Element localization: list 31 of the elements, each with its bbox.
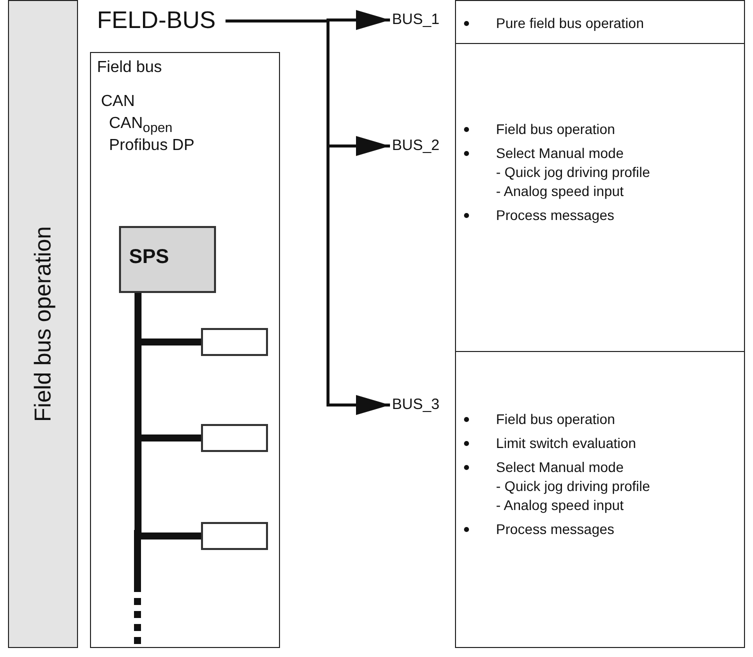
panel-title: Field bus (97, 59, 162, 77)
bullet-item: Process messages (456, 521, 744, 538)
sub-item-text: - Quick jog driving profile (495, 478, 652, 495)
bullet-item: Process messages (456, 207, 744, 224)
description-cell (455, 0, 745, 44)
bullet-item: Field bus operation (456, 121, 744, 138)
bullet-item: Limit switch evaluation (456, 435, 744, 452)
bus-label: FELD-BUS (97, 4, 216, 38)
description-cell (455, 352, 745, 648)
arrow (226, 20, 390, 415)
output-label: BUS_2 (392, 134, 440, 158)
device-box (201, 522, 268, 550)
description-cell (455, 44, 745, 352)
device-box (201, 328, 268, 356)
band-label: Field bus operation (30, 226, 56, 422)
protocol-name: Profibus DP (109, 137, 194, 155)
bullet-item: Pure field bus operation (456, 15, 744, 32)
sub-item-text: - Analog speed input (495, 497, 625, 514)
output-label: BUS_1 (392, 8, 440, 32)
protocol-name: CAN$_{open}$ (109, 115, 172, 136)
device-box (201, 424, 268, 452)
bullet-item: Field bus operation (456, 411, 744, 428)
sub-item-text: - Analog speed input (495, 183, 625, 200)
protocol-name: CAN (101, 93, 135, 111)
sub-item-text: - Quick jog driving profile (495, 164, 652, 181)
fieldbus-panel (90, 52, 280, 648)
controller-box: SPS (119, 226, 216, 293)
output-label: BUS_3 (392, 393, 440, 417)
bullet-item: Select Manual mode (456, 459, 744, 476)
side-band (8, 0, 78, 648)
bullet-item: Select Manual mode (456, 145, 744, 162)
